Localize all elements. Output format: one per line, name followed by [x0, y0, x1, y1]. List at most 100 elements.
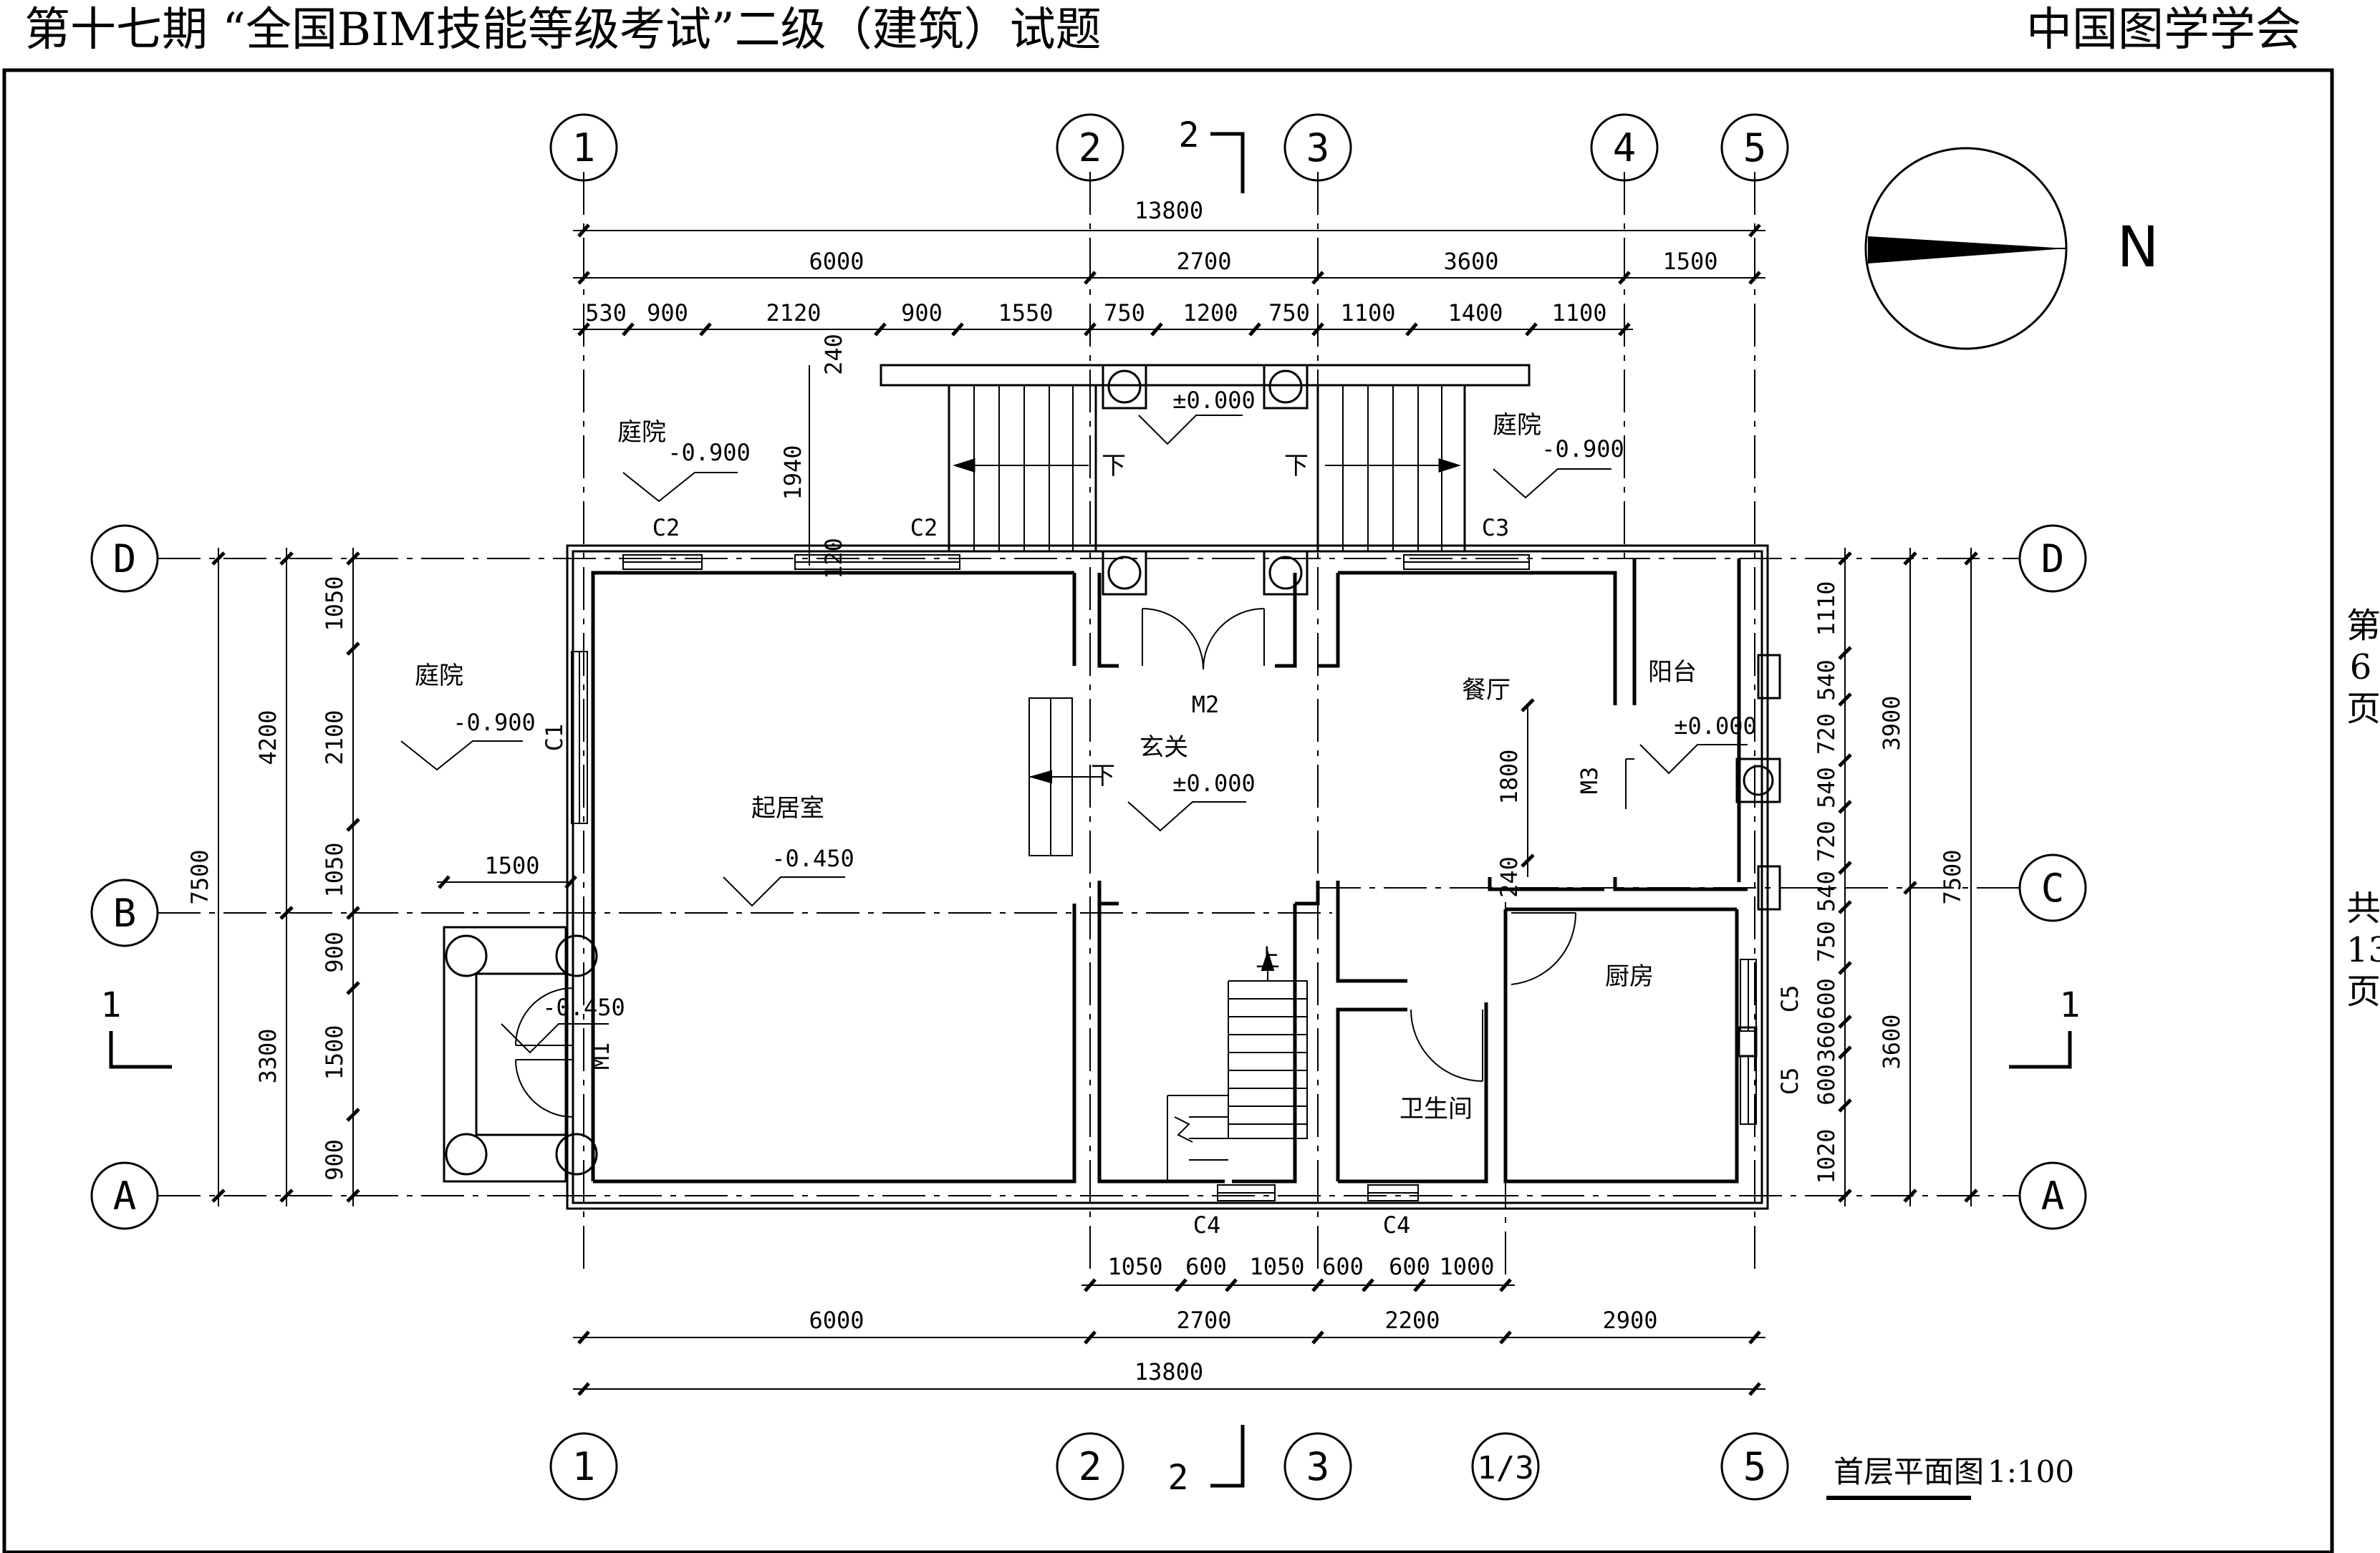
elevation-balcony: ±0.000 — [1674, 712, 1757, 740]
dim-left-3300: 3300 — [254, 1028, 281, 1083]
axis-label-c-right: C — [2041, 866, 2065, 911]
dim-top-750b: 750 — [1268, 299, 1310, 326]
dim-bottom-1050a: 1050 — [1107, 1253, 1162, 1280]
side-porch — [443, 926, 598, 1183]
dim-left-total: 7500 — [186, 849, 213, 904]
dimension-lines-top — [573, 223, 1765, 566]
dim-bottom-600b: 600 — [1322, 1253, 1364, 1280]
elevation-court-ne: -0.900 — [1541, 435, 1624, 463]
axis-bubble-2-top — [1056, 113, 1124, 182]
building-walls — [566, 544, 1769, 1210]
axis-label-3-top: 3 — [1306, 125, 1330, 170]
plan-scale: 1:100 — [1988, 1454, 2074, 1489]
court-label-northeast: 庭院 — [1493, 411, 1541, 440]
stair-down-label-left: 下 — [1102, 452, 1126, 480]
axis-label-a-left: A — [113, 1174, 137, 1219]
elevation-markers — [400, 415, 1748, 1054]
axis-label-d-left: D — [113, 536, 137, 581]
window-c1-label: C1 — [541, 724, 568, 752]
section-label-2-bottom: 2 — [1168, 1458, 1189, 1498]
page-current-prefix: 第 — [2346, 606, 2380, 646]
page-current-suffix: 页 — [2346, 689, 2380, 729]
dim-left-1050a: 1050 — [321, 576, 348, 631]
dim-top-2120: 2120 — [766, 299, 821, 326]
window-c3-label: C3 — [1482, 514, 1510, 541]
dim-right-1020: 1020 — [1813, 1128, 1840, 1184]
dim-porch-240: 240 — [820, 334, 847, 375]
section-label-1-right: 1 — [2060, 985, 2081, 1025]
window-c5-lower-label: C5 — [1776, 1068, 1803, 1095]
axis-label-5-top: 5 — [1743, 125, 1767, 170]
dim-top-1100b: 1100 — [1551, 299, 1606, 326]
dim-right-total: 7500 — [1939, 849, 1966, 904]
north-compass: N — [1864, 147, 2159, 350]
window-c4-left-label: C4 — [1193, 1211, 1221, 1239]
window-c2-left-label: C2 — [652, 514, 680, 541]
dimension-lines-left — [211, 548, 577, 1206]
room-kitchen-label: 厨房 — [1605, 962, 1654, 991]
axis-bubble-4-top — [1590, 113, 1659, 182]
room-bath-label: 卫生间 — [1399, 1095, 1473, 1123]
dim-right-1110: 1110 — [1813, 581, 1840, 636]
axis-label-3-bottom: 3 — [1306, 1444, 1330, 1489]
dim-top-1200: 1200 — [1182, 299, 1238, 326]
dim-dining-240: 240 — [1495, 856, 1523, 898]
dim-top-750a: 750 — [1104, 299, 1145, 326]
dim-right-720a: 720 — [1813, 713, 1840, 755]
axis-label-d-right: D — [2041, 536, 2065, 581]
dim-top-530: 530 — [585, 299, 627, 326]
dim-top-1400: 1400 — [1447, 299, 1503, 326]
dim-left-2100: 2100 — [321, 710, 348, 765]
court-label-northwest: 庭院 — [617, 418, 666, 447]
dimension-lines-bottom — [573, 1278, 1765, 1396]
axis-label-2-top: 2 — [1079, 125, 1102, 170]
door-m3-label: M3 — [1576, 767, 1603, 795]
windows — [571, 554, 1757, 1201]
doors — [1142, 608, 1634, 1082]
dim-bottom-1050b: 1050 — [1249, 1253, 1304, 1280]
dim-right-540a: 540 — [1813, 659, 1840, 701]
axis-label-1-bottom: 1 — [572, 1444, 596, 1489]
drawing-frame — [2, 68, 2334, 1553]
dim-top-2700: 2700 — [1176, 248, 1231, 275]
dim-top-900b: 900 — [901, 299, 943, 326]
north-arrow-icon — [1868, 236, 2066, 263]
stair-down-label-right: 下 — [1284, 452, 1309, 480]
dim-top-1500: 1500 — [1662, 248, 1717, 275]
dim-bottom-2200: 2200 — [1384, 1307, 1440, 1334]
axis-bubble-5-top — [1720, 113, 1789, 182]
dim-right-540c: 540 — [1813, 871, 1840, 912]
door-m2-label: M2 — [1192, 691, 1220, 718]
dim-right-600a: 600 — [1813, 978, 1840, 1020]
stair-down-label-entry: 下 — [1091, 762, 1115, 790]
stair-up-label: 上 — [1256, 944, 1280, 973]
dim-left-1050b: 1050 — [321, 842, 348, 897]
dim-right-720b: 720 — [1813, 821, 1840, 862]
page-total-prefix: 共 — [2346, 889, 2380, 929]
elevation-entry: ±0.000 — [1172, 770, 1256, 797]
dim-right-750: 750 — [1813, 921, 1840, 962]
dim-bottom-6000: 6000 — [809, 1307, 864, 1334]
window-c2-right-label: C2 — [910, 514, 938, 541]
dim-right-3900: 3900 — [1878, 695, 1905, 750]
dim-porch-1940: 1940 — [779, 445, 806, 500]
axis-bubbles-bottom — [549, 1432, 1789, 1501]
balcony-columns — [1735, 654, 1781, 1058]
dim-left-900a: 900 — [321, 932, 348, 973]
elevation-porch: ±0.000 — [1172, 387, 1256, 414]
court-label-west: 庭院 — [415, 662, 463, 690]
page-current: 第 6 页 — [2346, 605, 2380, 730]
dim-bottom-600a: 600 — [1185, 1253, 1227, 1280]
dim-right-600b: 600 — [1813, 1064, 1840, 1106]
axis-label-1-3-bottom: 1/3 — [1477, 1450, 1533, 1486]
page-current-number: 6 — [2349, 647, 2372, 687]
axis-label-2-bottom: 2 — [1079, 1444, 1102, 1489]
axis-bubble-3-top — [1283, 113, 1352, 182]
axis-label-b-left: B — [113, 891, 137, 936]
axis-bubble-1-top — [549, 113, 618, 182]
dim-bottom-total: 13800 — [1134, 1358, 1203, 1385]
dim-left-misc-1500: 1500 — [484, 852, 539, 879]
north-label: N — [2117, 216, 2159, 280]
page-total: 共 13 页 — [2346, 888, 2380, 1012]
elevation-court-nw: -0.900 — [668, 439, 751, 466]
